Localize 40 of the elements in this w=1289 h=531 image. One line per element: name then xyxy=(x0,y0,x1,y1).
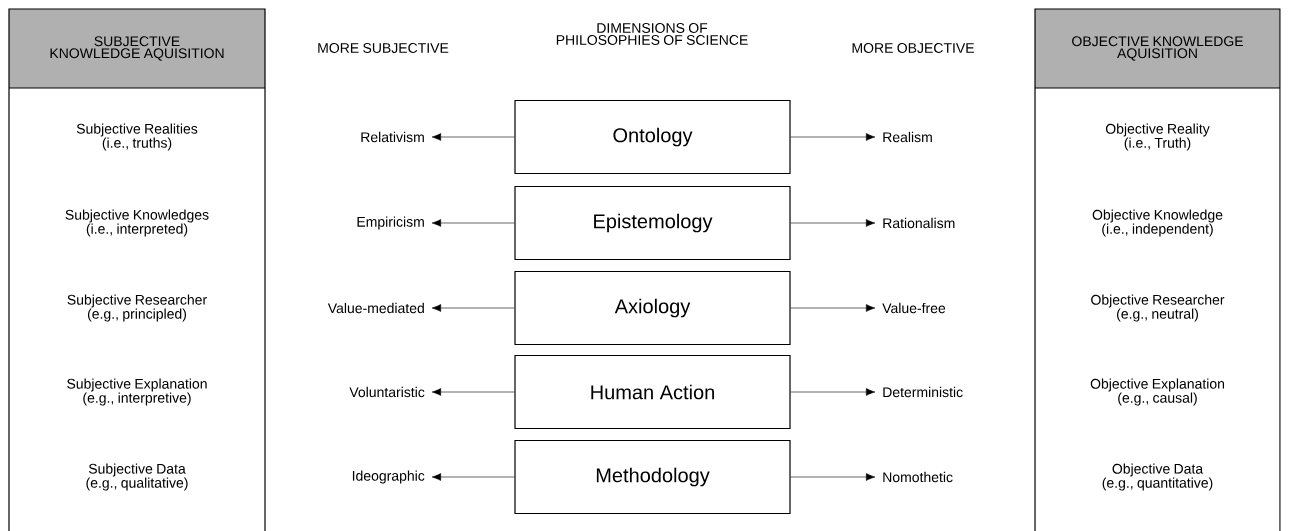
column-panel: OBJECTIVE KNOWLEDGE AQUISITION Objective Reality (i.e., Truth) Objective Knowledge (i.e., independent) Objective Researcher (e.g., neutral) Objective Explanation (e.g., causal) Objective Data (e.g., quantitative) xyxy=(1034,8,1281,531)
term-label: Voluntaristic xyxy=(349,386,425,398)
arrow xyxy=(431,388,515,396)
dimension-box: Axiology xyxy=(514,270,791,346)
arrow xyxy=(790,133,876,141)
term-label: Ideographic xyxy=(352,470,425,484)
arrow xyxy=(790,219,876,227)
arrow xyxy=(431,219,515,227)
dimension-box: Human Action xyxy=(514,354,791,430)
node-label: Objective Knowledge (i.e., independent) xyxy=(1092,209,1223,237)
term-label: Deterministic xyxy=(883,386,963,398)
node-label: Objective Explanation (e.g., causal) xyxy=(1090,378,1225,406)
dimension-box: Methodology xyxy=(514,439,791,515)
term-label: Relativism xyxy=(361,131,424,143)
term-label: Value-mediated xyxy=(327,302,424,314)
node-label: Objective Data (e.g., quantitative) xyxy=(1102,463,1213,491)
arrow xyxy=(431,304,515,312)
node-label: Objective Researcher (e.g., neutral) xyxy=(1091,294,1225,322)
arrow xyxy=(790,388,876,396)
term-label: Nomothetic xyxy=(883,471,953,483)
term-label: Rationalism xyxy=(883,217,955,229)
arrow xyxy=(431,473,515,481)
arrow xyxy=(790,473,876,481)
term-label: Realism xyxy=(883,131,932,143)
dimension-box: Ontology xyxy=(514,99,791,175)
node-label: Subjective Knowledges (i.e., interpreted) xyxy=(65,209,209,237)
column-heading: MORE OBJECTIVE xyxy=(852,43,974,53)
arrow xyxy=(790,304,876,312)
node-label: Subjective Realities (i.e., truths) xyxy=(76,123,198,151)
node-label: Subjective Researcher (e.g., principled) xyxy=(67,294,207,322)
node-label: Subjective Explanation (e.g., interpretive) xyxy=(67,378,207,406)
column-heading: DIMENSIONS OF PHILOSOPHIES OF SCIENCE xyxy=(556,23,748,45)
column-panel: SUBJECTIVE KNOWLEDGE AQUISITION Subjective Realities (i.e., truths) Subjective Knowledges (i.e., interpreted) Subjective Researcher (e.g., principled) Subjective Explanation (e.g., interpretive) Subjective Data (e.g., qualitative) xyxy=(8,8,266,531)
column-heading: MORE SUBJECTIVE xyxy=(318,43,449,53)
node-label: Objective Reality (i.e., Truth) xyxy=(1105,123,1210,151)
dimension-box: Epistemology xyxy=(514,185,791,261)
term-label: Value-free xyxy=(882,302,946,314)
arrow xyxy=(431,133,515,141)
term-label: Empiricism xyxy=(357,216,424,230)
node-label: Subjective Data (e.g., qualitative) xyxy=(86,463,188,491)
